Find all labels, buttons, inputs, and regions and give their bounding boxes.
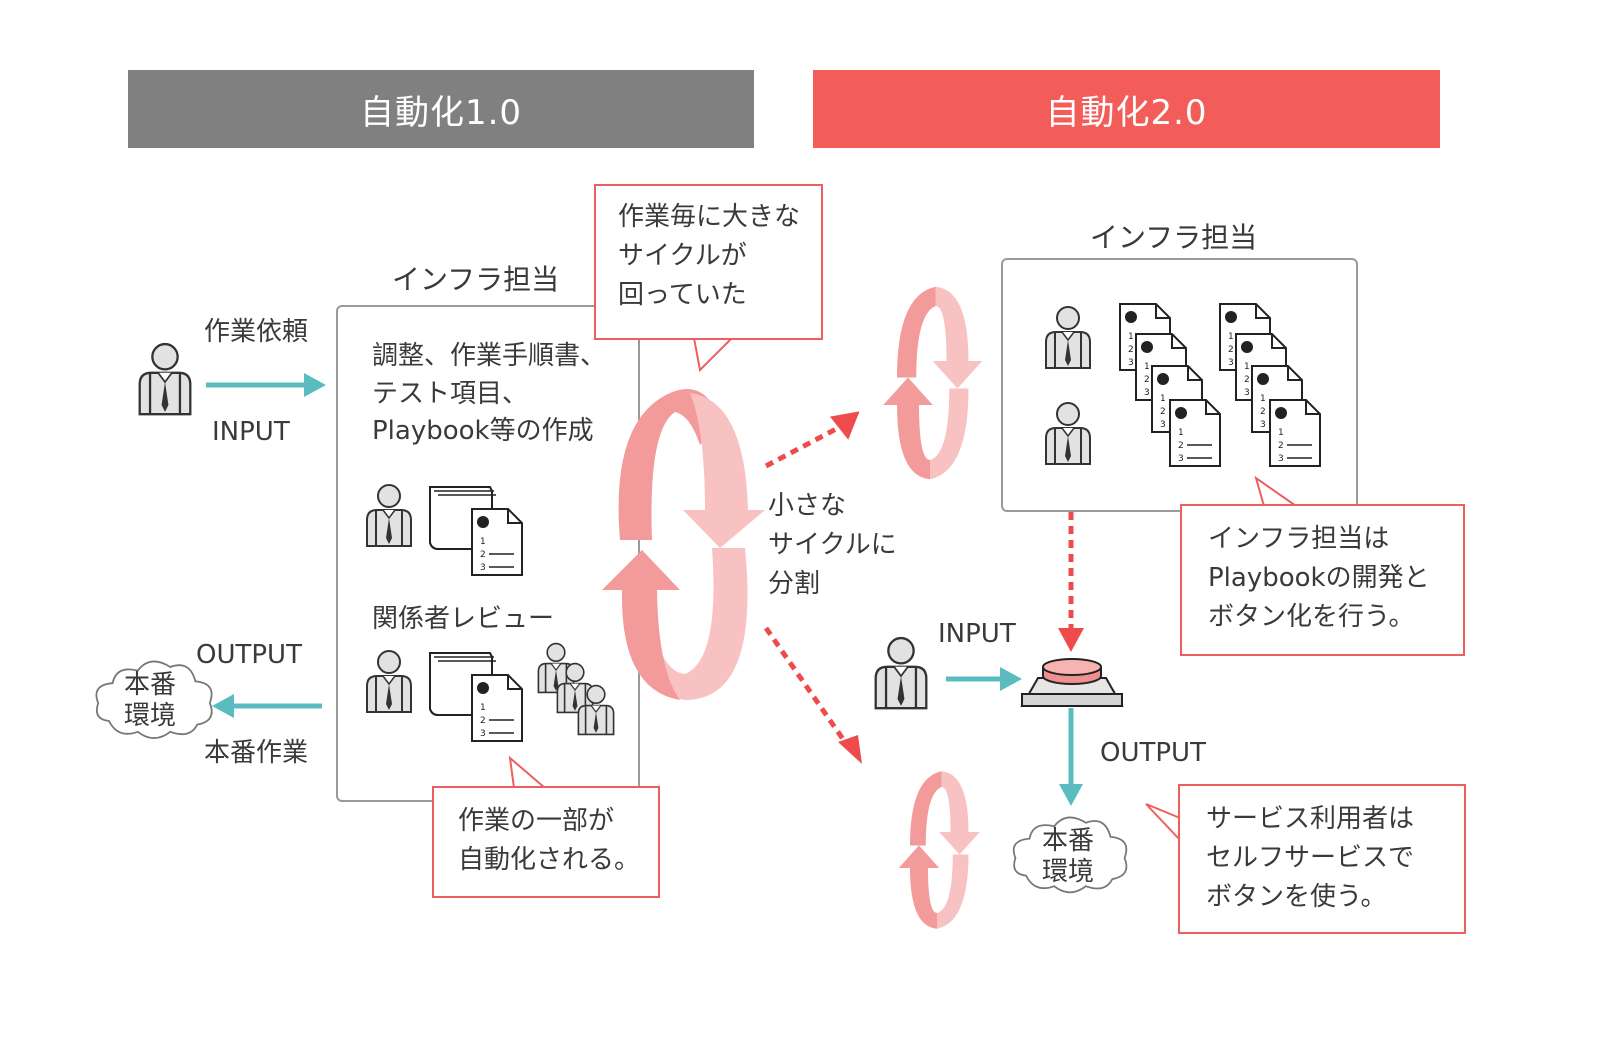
left-prod-env-label: 本番 環境 xyxy=(124,670,177,732)
left-input-label: INPUT xyxy=(212,417,290,447)
right-prod-env-label: 本番 環境 xyxy=(1042,826,1095,888)
left-review-text: 関係者レビュー xyxy=(372,604,555,634)
left-prod-work-label: 本番作業 xyxy=(204,738,309,768)
banner-automation-2-label: 自動化2.0 xyxy=(1045,92,1208,133)
left-output-label: OUTPUT xyxy=(196,640,302,670)
callout-user-role-text: サービス利用者は セルフサービスで ボタンを使う。 xyxy=(1206,804,1415,912)
left-task-text: 調整、作業手順書、 テスト項目、 Playbook等の作成 xyxy=(372,341,607,447)
split-text: 小さな サイクルに 分割 xyxy=(768,491,897,599)
right-user-person-icon xyxy=(874,636,928,710)
right-infra-box xyxy=(1001,258,1358,512)
callout-infra-role-text: インフラ担当は Playbookの開発と ボタン化を行う。 xyxy=(1208,524,1430,632)
small-cycle-arrows-icon-1 xyxy=(883,286,983,480)
left-request-label: 作業依頼 xyxy=(204,317,309,347)
callout-user-role: サービス利用者は セルフサービスで ボタンを使う。 xyxy=(1178,784,1466,934)
right-input-label: INPUT xyxy=(938,619,1016,649)
small-cycle-arrows-icon-2 xyxy=(898,771,980,929)
dashed-arrow-lower xyxy=(763,626,848,744)
callout-big-cycle: 作業毎に大きな サイクルが 回っていた xyxy=(594,184,823,340)
right-infra-title: インフラ担当 xyxy=(1090,221,1258,254)
banner-automation-1: 自動化1.0 xyxy=(128,70,754,148)
callout-big-cycle-text: 作業毎に大きな サイクルが 回っていた xyxy=(618,202,801,310)
callout-partial-automation: 作業の一部が 自動化される。 xyxy=(432,786,660,898)
push-button-icon xyxy=(1020,658,1124,707)
left-requester-person-icon xyxy=(138,342,192,416)
callout-partial-automation-text: 作業の一部が 自動化される。 xyxy=(458,806,641,875)
banner-automation-2: 自動化2.0 xyxy=(813,70,1440,148)
callout-infra-role: インフラ担当は Playbookの開発と ボタン化を行う。 xyxy=(1180,504,1465,656)
left-infra-title: インフラ担当 xyxy=(392,263,560,296)
dashed-arrow-upper xyxy=(764,425,840,469)
right-output-label: OUTPUT xyxy=(1100,738,1206,768)
banner-automation-1-label: 自動化1.0 xyxy=(359,92,523,133)
